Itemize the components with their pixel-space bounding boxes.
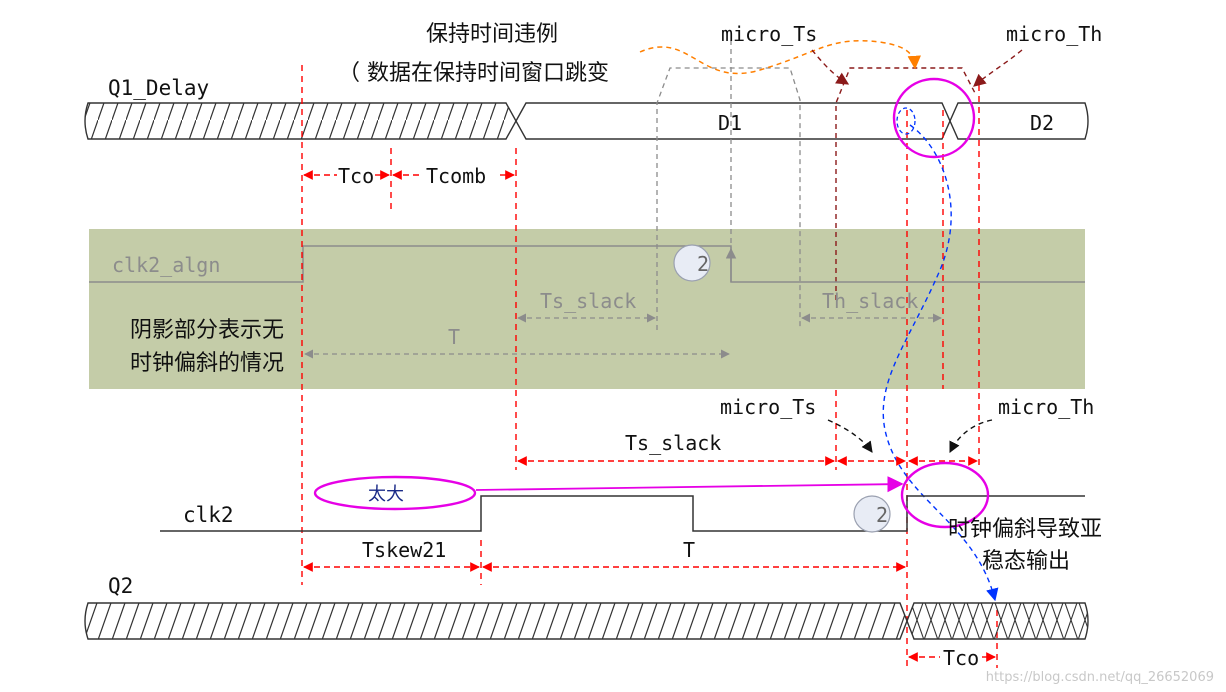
q2-bus bbox=[84, 602, 1089, 640]
micro-ts-mid-arrow bbox=[827, 419, 873, 453]
too-large-ellipse bbox=[313, 475, 477, 511]
micro-ts-top-arrow bbox=[811, 49, 850, 85]
d1-label: D1 bbox=[718, 111, 742, 135]
clk2-algn-wave bbox=[89, 245, 1085, 283]
th-slack-shaded-label: Th_slack bbox=[822, 289, 918, 313]
svg-text:2: 2 bbox=[876, 503, 888, 527]
gray-window-top bbox=[656, 67, 801, 330]
transition-point-marker bbox=[896, 107, 916, 135]
shaded-note-line1: 阴影部分表示无 bbox=[130, 318, 284, 343]
micro-window-top bbox=[835, 67, 977, 300]
tco-top-label: Tco bbox=[338, 164, 374, 188]
hold-violation-sub: （ 数据在保持时间窗口跳变 bbox=[338, 61, 609, 86]
orange-curved-arrow bbox=[639, 39, 921, 75]
t-bottom-label: T bbox=[683, 538, 695, 562]
metastable-note-line2: 稳态输出 bbox=[982, 549, 1070, 574]
metastable-highlight-top bbox=[892, 77, 976, 159]
clk2-algn-label: clk2_algn bbox=[112, 253, 220, 277]
d2-label: D2 bbox=[1030, 111, 1054, 135]
svg-text:2: 2 bbox=[697, 252, 709, 276]
hold-violation-title: 保持时间违例 bbox=[426, 22, 558, 47]
micro-th-mid-label: micro_Th bbox=[998, 395, 1094, 419]
ts-slack-shaded-label: Ts_slack bbox=[540, 289, 636, 313]
shaded-region bbox=[89, 229, 1085, 389]
too-large-arrow bbox=[475, 476, 904, 493]
metastable-note-line1: 时钟偏斜导致亚 bbox=[948, 517, 1102, 542]
clk2-label: clk2 bbox=[183, 503, 234, 527]
too-large-label: 太大 bbox=[368, 484, 404, 505]
clk2-wave bbox=[160, 495, 1085, 532]
tcomb-label: Tcomb bbox=[426, 164, 486, 188]
q2-label: Q2 bbox=[108, 574, 133, 598]
watermark: https://blog.csdn.net/qq_26652069 bbox=[986, 670, 1214, 685]
micro-ts-mid-label: micro_Ts bbox=[720, 395, 816, 419]
q1-delay-bus bbox=[84, 102, 1089, 140]
blue-propagation-path bbox=[882, 124, 999, 602]
micro-th-mid-arrow bbox=[949, 419, 993, 454]
micro-th-top-label: micro_Th bbox=[1006, 22, 1102, 46]
metastable-highlight-mid bbox=[900, 461, 990, 529]
micro-th-top-arrow bbox=[973, 49, 1023, 87]
micro-ts-top-label: micro_Ts bbox=[721, 22, 817, 46]
tco-bottom-label: Tco bbox=[943, 646, 979, 670]
t-shaded-label: T bbox=[448, 325, 460, 349]
circle-number-2: 2 bbox=[853, 495, 891, 533]
q1-delay-label: Q1_Delay bbox=[108, 76, 209, 100]
shaded-note-line2: 时钟偏斜的情况 bbox=[130, 351, 284, 376]
circle-number-1: 2 bbox=[673, 244, 711, 282]
tskew21-label: Tskew21 bbox=[362, 538, 446, 562]
ts-slack-mid-label: Ts_slack bbox=[625, 431, 721, 455]
